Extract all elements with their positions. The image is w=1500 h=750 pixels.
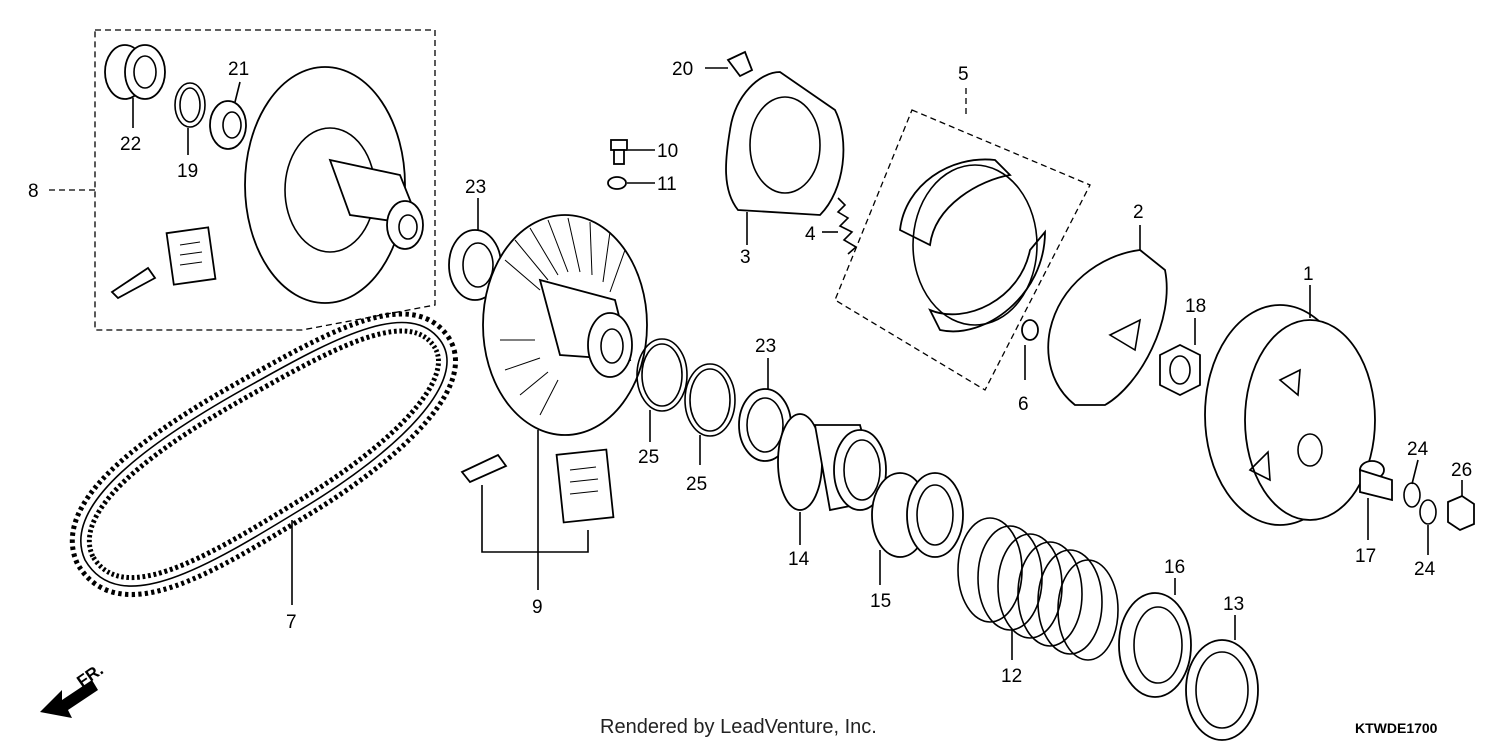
ball-bearing[interactable] bbox=[209, 100, 247, 150]
part-label-4: 4 bbox=[805, 224, 816, 245]
drive-belt[interactable] bbox=[69, 311, 458, 598]
front-arrow-icon: FR. bbox=[40, 660, 107, 718]
pin[interactable] bbox=[460, 453, 508, 484]
nut[interactable] bbox=[1021, 319, 1039, 341]
spring-seat[interactable] bbox=[1118, 592, 1192, 698]
snap-ring[interactable] bbox=[174, 82, 206, 128]
washer[interactable] bbox=[607, 176, 627, 190]
pin[interactable] bbox=[110, 266, 157, 300]
part-label-25-right: 25 bbox=[686, 474, 707, 495]
part-label-20: 20 bbox=[672, 59, 693, 80]
needle-bearing[interactable] bbox=[104, 44, 166, 100]
bolt[interactable] bbox=[610, 139, 628, 165]
credit-text: Rendered by LeadVenture, Inc. bbox=[600, 716, 877, 738]
part-label-12: 12 bbox=[1001, 666, 1022, 687]
spring-guide[interactable] bbox=[871, 472, 964, 558]
part-label-5: 5 bbox=[958, 64, 969, 85]
bracket-line bbox=[481, 485, 589, 553]
part-label-2: 2 bbox=[1133, 202, 1144, 223]
front-label: FR. bbox=[73, 660, 106, 691]
o-ring[interactable] bbox=[1419, 499, 1437, 525]
drive-plate[interactable] bbox=[725, 71, 845, 216]
grease-tag-icon bbox=[555, 448, 615, 524]
part-label-18: 18 bbox=[1185, 296, 1206, 317]
part-label-14: 14 bbox=[788, 549, 810, 570]
o-ring[interactable] bbox=[684, 363, 736, 437]
part-label-24-bottom: 24 bbox=[1414, 559, 1436, 580]
clutch-plate[interactable] bbox=[1047, 249, 1168, 406]
part-label-21: 21 bbox=[228, 59, 249, 80]
part-label-1: 1 bbox=[1303, 264, 1314, 285]
bolt[interactable] bbox=[1359, 460, 1393, 502]
part-label-11: 11 bbox=[657, 174, 677, 195]
part-label-6: 6 bbox=[1018, 394, 1029, 415]
clutch-spring[interactable] bbox=[836, 197, 858, 255]
part-label-19: 19 bbox=[177, 161, 198, 182]
lock-nut[interactable] bbox=[1159, 343, 1201, 397]
clip[interactable] bbox=[726, 50, 754, 78]
washer[interactable] bbox=[1185, 639, 1259, 741]
clutch-outer[interactable] bbox=[1204, 304, 1376, 526]
part-label-10: 10 bbox=[657, 141, 678, 162]
driven-face[interactable] bbox=[244, 66, 424, 304]
part-label-8: 8 bbox=[28, 181, 39, 202]
part-label-16: 16 bbox=[1164, 557, 1185, 578]
o-ring[interactable] bbox=[1403, 482, 1421, 508]
part-label-13: 13 bbox=[1223, 594, 1244, 615]
part-label-26: 26 bbox=[1451, 460, 1472, 481]
cap-nut[interactable] bbox=[1447, 494, 1475, 532]
part-label-24-top: 24 bbox=[1407, 439, 1429, 460]
part-label-7: 7 bbox=[286, 612, 297, 633]
part-label-23-right: 23 bbox=[755, 336, 776, 357]
part-label-23-top: 23 bbox=[465, 177, 486, 198]
collar[interactable] bbox=[777, 413, 887, 512]
grease-tag-icon bbox=[165, 226, 217, 286]
diagram-code: KTWDE1700 bbox=[1355, 720, 1438, 736]
o-ring[interactable] bbox=[636, 338, 688, 412]
clutch-shoe-assembly[interactable] bbox=[834, 88, 1091, 391]
driven-face-assembly[interactable] bbox=[45, 29, 436, 331]
part-label-17: 17 bbox=[1355, 546, 1376, 567]
part-label-22: 22 bbox=[120, 134, 141, 155]
part-label-25-left: 25 bbox=[638, 447, 659, 468]
part-label-3: 3 bbox=[740, 247, 751, 268]
part-label-15: 15 bbox=[870, 591, 891, 612]
drive-pulley-face[interactable] bbox=[482, 214, 648, 436]
driven-face-spring[interactable] bbox=[957, 517, 1119, 661]
part-label-9: 9 bbox=[532, 597, 543, 618]
